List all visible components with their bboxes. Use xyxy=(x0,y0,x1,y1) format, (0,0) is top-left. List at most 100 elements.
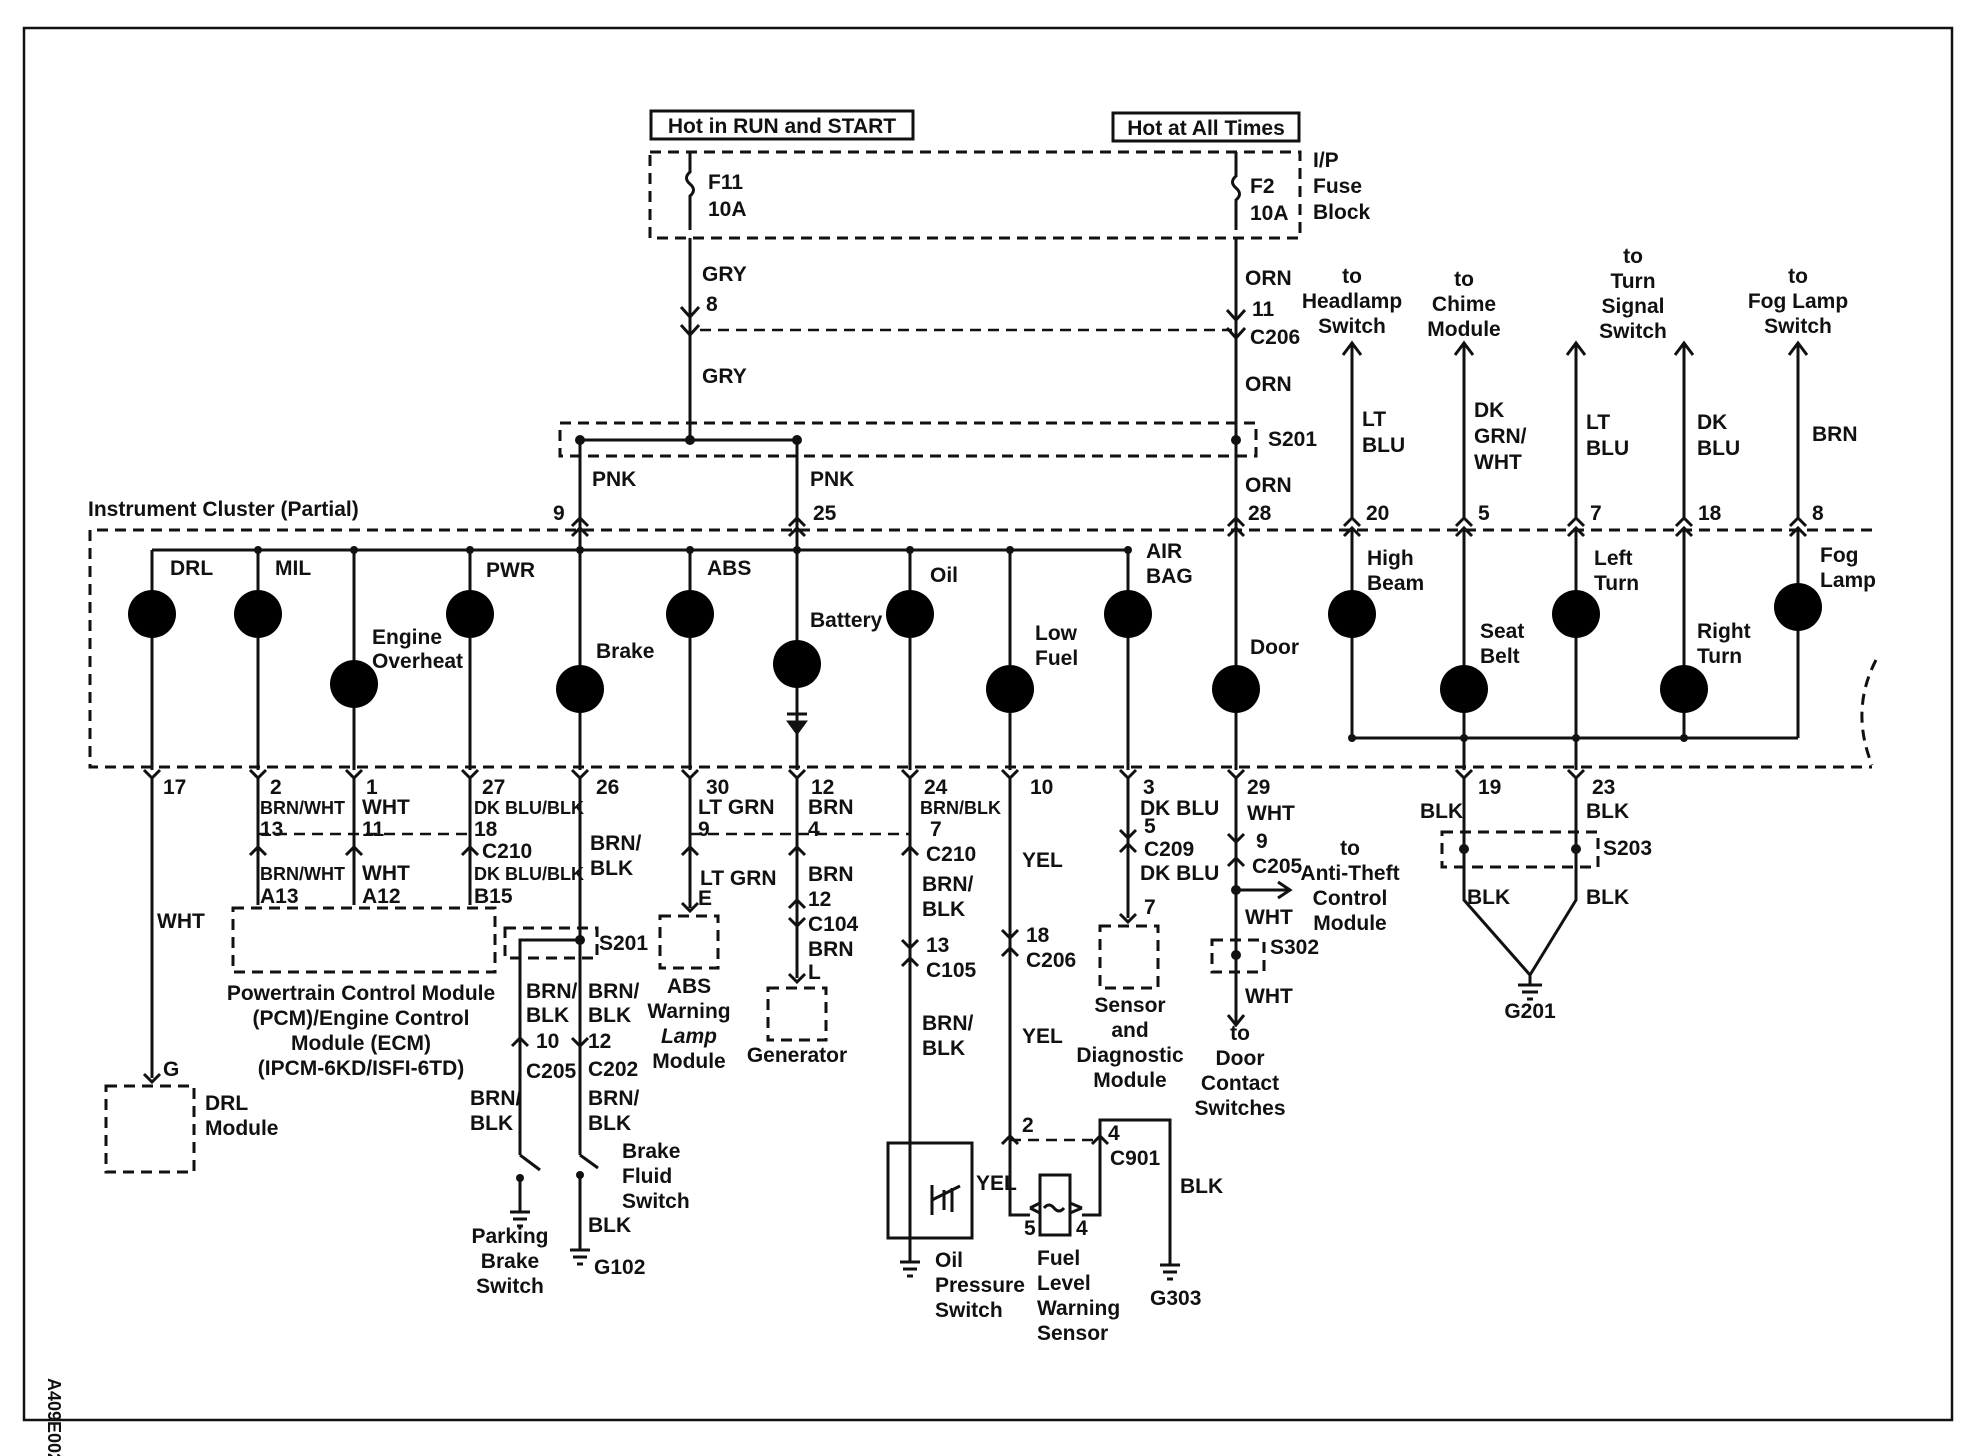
svg-text:Contact: Contact xyxy=(1201,1072,1279,1095)
dest-door-switches: to Door Contact Switches xyxy=(1194,1022,1285,1120)
page-frame xyxy=(22,26,1954,1422)
svg-text:Parking: Parking xyxy=(471,1225,548,1248)
wire-parking-brake xyxy=(518,938,580,1155)
svg-text:26: 26 xyxy=(596,776,619,799)
svg-text:to: to xyxy=(1623,245,1643,268)
svg-text:Switch: Switch xyxy=(622,1190,690,1213)
lamp-right-turn: Right Turn xyxy=(1660,530,1751,738)
pin-2: 2 xyxy=(1022,1114,1034,1137)
svg-text:ABS: ABS xyxy=(707,557,751,580)
abs-module-label: ABS Warning Lamp Module xyxy=(647,975,730,1073)
splice-dot-right xyxy=(792,435,802,445)
svg-text:17: 17 xyxy=(163,776,186,799)
svg-text:Overheat: Overheat xyxy=(372,650,463,673)
c205-c202-chevrons xyxy=(510,1035,590,1049)
svg-text:Anti-Theft: Anti-Theft xyxy=(1300,862,1399,885)
svg-text:23: 23 xyxy=(1592,776,1615,799)
wire-brn-blk-oil2-2: BLK xyxy=(922,898,965,921)
connector-c210-label-a: C210 xyxy=(482,840,532,863)
svg-text:Module: Module xyxy=(652,1050,726,1073)
pin-9b: 9 xyxy=(1256,830,1268,853)
svg-text:Seat: Seat xyxy=(1480,620,1524,643)
wire-brn-blk-l2-2: BLK xyxy=(588,1004,631,1027)
dest-anti-theft: to Anti-Theft Control Module xyxy=(1300,837,1399,935)
pin-e: E xyxy=(698,887,712,910)
wire-brn-blk-l1-2: BLK xyxy=(526,1004,569,1027)
svg-text:Left: Left xyxy=(1594,547,1633,570)
svg-text:19: 19 xyxy=(1478,776,1501,799)
splice-s302-box xyxy=(1210,938,1266,974)
pin-12a: 12 xyxy=(588,1030,611,1053)
svg-text:Module (ECM): Module (ECM) xyxy=(291,1032,431,1055)
dest-headlamp: to Headlamp Switch LT BLU xyxy=(1302,265,1405,520)
svg-text:Fuel: Fuel xyxy=(1037,1247,1080,1270)
parking-brake-switch-contact xyxy=(516,1174,524,1182)
drl-module-box xyxy=(104,1084,196,1174)
svg-text:Brake: Brake xyxy=(481,1250,539,1273)
pcm-pin-b15: B15 xyxy=(474,885,513,908)
splice-s302-label: S302 xyxy=(1270,936,1319,959)
pin-4b: 4 xyxy=(1108,1122,1120,1145)
wire-blk-g303: BLK xyxy=(1180,1175,1223,1198)
wire-brn-blk-l3-2: BLK xyxy=(470,1112,513,1135)
svg-text:Block: Block xyxy=(1313,201,1371,224)
svg-text:to: to xyxy=(1342,265,1362,288)
svg-text:Switch: Switch xyxy=(935,1299,1003,1322)
connector-c209-label: C209 xyxy=(1144,838,1194,861)
svg-text:Right: Right xyxy=(1697,620,1751,643)
fuse-block-box xyxy=(648,150,1302,240)
wire-orn3-label: ORN xyxy=(1245,474,1292,497)
svg-text:BLU: BLU xyxy=(1697,437,1740,460)
svg-text:Switch: Switch xyxy=(476,1275,544,1298)
svg-text:Fluid: Fluid xyxy=(622,1165,672,1188)
connector-c206-gry xyxy=(679,305,701,338)
brake-fluid-switch-label: Brake Fluid Switch xyxy=(622,1140,690,1213)
svg-text:Module: Module xyxy=(1427,318,1501,341)
svg-text:Sensor: Sensor xyxy=(1037,1322,1108,1345)
lamp-left-turn: Left Turn xyxy=(1552,530,1639,770)
pin-13: 13 xyxy=(260,818,283,841)
generator-box xyxy=(766,986,828,1042)
svg-text:1: 1 xyxy=(366,776,378,799)
wire-orn-label: ORN xyxy=(1245,267,1292,290)
pin-g: G xyxy=(163,1058,179,1081)
svg-text:8: 8 xyxy=(1812,502,1824,525)
lamp-pwr: PWR xyxy=(446,550,535,770)
svg-text:Door: Door xyxy=(1216,1047,1265,1070)
svg-text:to: to xyxy=(1788,265,1808,288)
wire-wht-s302: WHT xyxy=(1245,906,1293,929)
connector-c206-top-label: C206 xyxy=(1250,326,1300,349)
bottom-pin-numbers: 17 2 1 27 26 30 12 24 10 3 29 19 23 xyxy=(163,776,1615,799)
splice-dot-orn xyxy=(1231,435,1241,445)
svg-text:Oil: Oil xyxy=(930,564,958,587)
c206-fuel-chevrons xyxy=(1000,928,1020,958)
pin-7a: 7 xyxy=(930,818,942,841)
generator-label: Generator xyxy=(747,1044,847,1067)
splice-s201-lower-label: S201 xyxy=(599,932,648,955)
svg-text:ABS: ABS xyxy=(667,975,711,998)
svg-text:Switch: Switch xyxy=(1318,315,1386,338)
svg-text:24: 24 xyxy=(924,776,948,799)
top-pin-numbers: 9 25 28 20 5 7 18 8 xyxy=(553,502,1824,525)
cluster-boundary xyxy=(88,528,1872,769)
svg-text:Switches: Switches xyxy=(1194,1097,1285,1120)
c210-gen-chevron xyxy=(787,844,807,857)
svg-text:(IPCM-6KD/ISFI-6TD): (IPCM-6KD/ISFI-6TD) xyxy=(258,1057,465,1080)
wire-brn-blk-oil2-1: BRN/ xyxy=(922,873,973,896)
connector-c202-label: C202 xyxy=(588,1058,638,1081)
wire-brn-wht-a: BRN/WHT xyxy=(260,798,345,818)
wire-lt-grn-a: LT GRN xyxy=(698,796,775,819)
svg-text:Oil: Oil xyxy=(935,1249,963,1272)
svg-text:Fog Lamp: Fog Lamp xyxy=(1748,290,1848,313)
svg-text:Powertrain Control Module: Powertrain Control Module xyxy=(227,982,495,1005)
wire-drl-wht-label: WHT xyxy=(157,910,205,933)
svg-text:Fuse: Fuse xyxy=(1313,175,1362,198)
pin-18b: 18 xyxy=(1026,924,1050,947)
wire-anti-theft xyxy=(1236,880,1293,900)
wire-gry-label: GRY xyxy=(702,263,747,286)
abs-e-chevron xyxy=(680,901,700,914)
wire-brn-blk-l2-1: BRN/ xyxy=(588,980,639,1003)
hot-all-times-label: Hot at All Times xyxy=(1127,117,1285,140)
pin-18: 18 xyxy=(474,818,498,841)
svg-text:Belt: Belt xyxy=(1480,645,1520,668)
